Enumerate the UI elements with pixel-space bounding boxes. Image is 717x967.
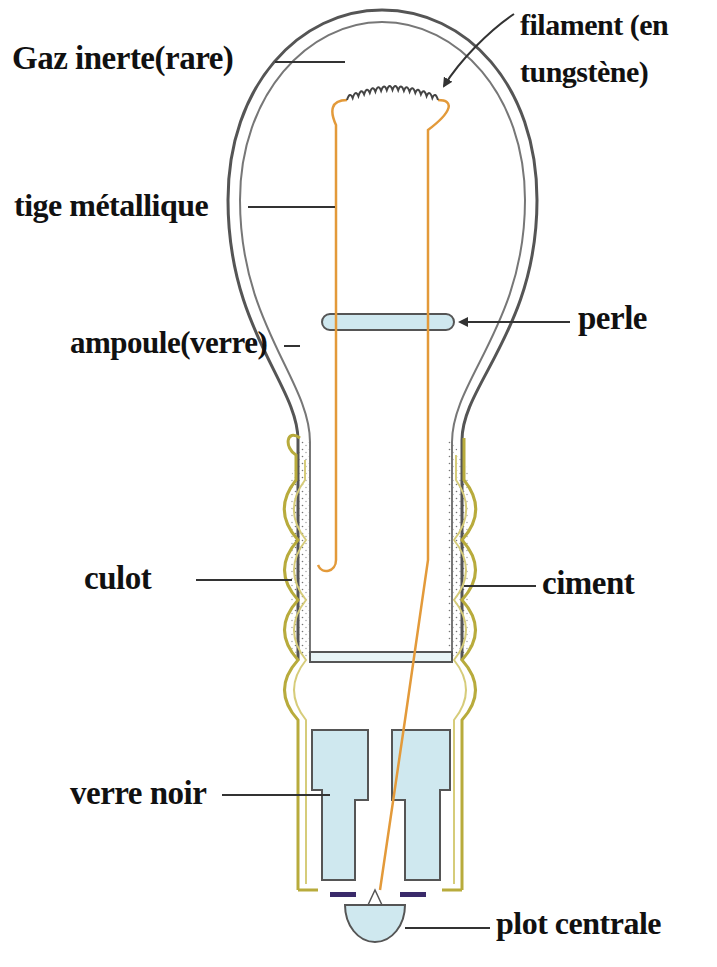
- bead-label: perle: [578, 300, 647, 336]
- glass-stem: [310, 652, 452, 662]
- leader-lines: [196, 14, 570, 928]
- glass-bead: [322, 314, 454, 330]
- glass-label: ampoule(verre): [70, 326, 267, 360]
- contact-bar-right: [400, 892, 426, 897]
- central-contact: [345, 905, 405, 942]
- wire-right: [380, 100, 449, 890]
- glass-outer: [228, 10, 537, 660]
- wire-left: [318, 100, 347, 571]
- glass-inner: [240, 22, 525, 660]
- gas-label: Gaz inerte(rare): [12, 40, 233, 76]
- wire-label: tige métallique: [14, 188, 208, 223]
- filament-label: filament (en tungstène): [520, 2, 714, 95]
- black-glass-label: verre noir: [70, 775, 206, 811]
- contact-label: plot centrale: [496, 906, 661, 941]
- filament-coil: [347, 86, 438, 100]
- culot-right-inner: [454, 455, 466, 884]
- black-glass-left: [312, 730, 368, 880]
- base-label: culot: [84, 560, 151, 596]
- cement-label: ciment: [542, 565, 634, 601]
- contact-tip: [368, 890, 382, 905]
- culot-left: [284, 435, 300, 890]
- culot-left-inner: [294, 460, 306, 884]
- culot-right: [462, 438, 476, 890]
- contact-bar-left: [330, 892, 356, 897]
